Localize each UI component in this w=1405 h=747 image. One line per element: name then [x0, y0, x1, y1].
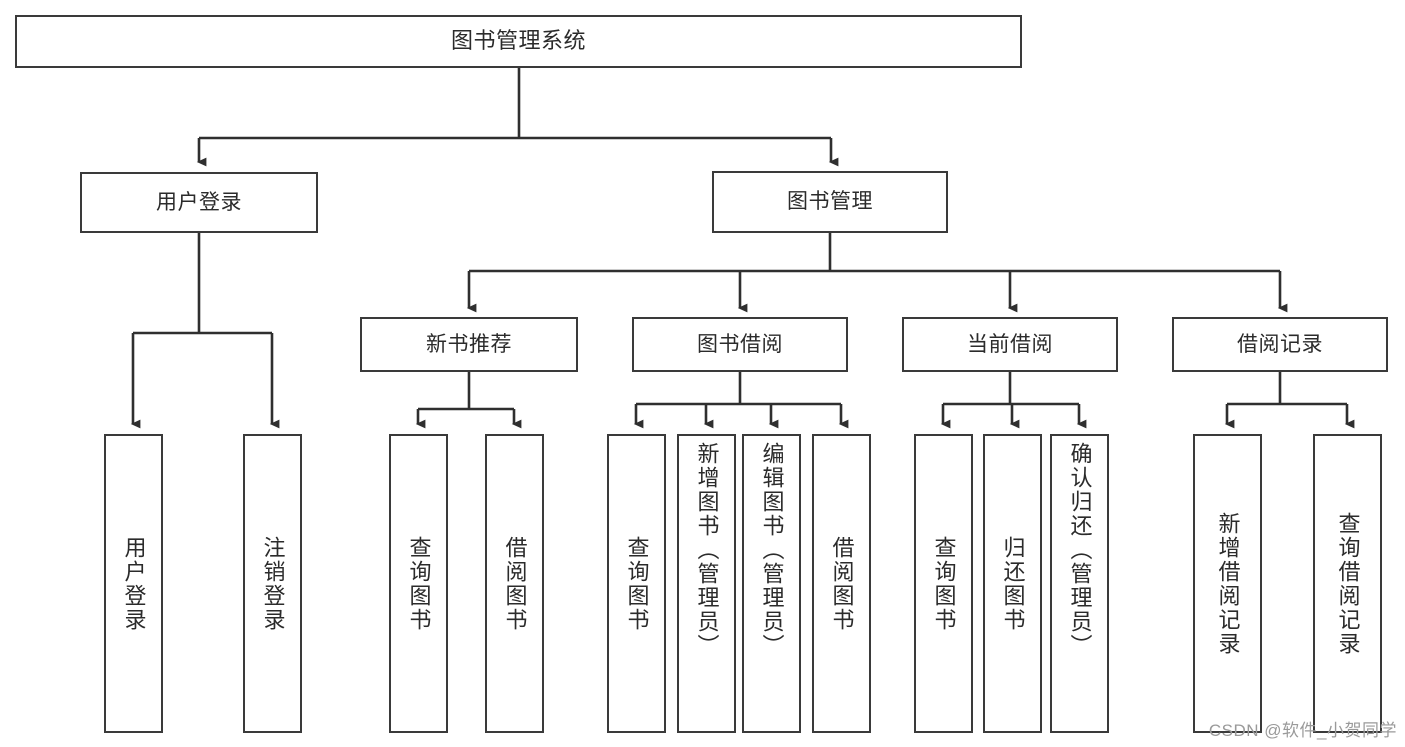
- leaf-current-borrow-confirm-return-admin[interactable]: 确认归还（管理员）: [1050, 434, 1109, 733]
- node-label: 用户登录: [121, 535, 147, 632]
- node-user-login[interactable]: 用户登录: [80, 172, 318, 233]
- leaf-borrow-record-query-record[interactable]: 查询借阅记录: [1313, 434, 1382, 733]
- leaf-borrow-record-add-record[interactable]: 新增借阅记录: [1193, 434, 1262, 733]
- leaf-user-login-login[interactable]: 用户登录: [104, 434, 163, 733]
- node-label: 借阅记录: [1237, 332, 1323, 356]
- node-root-system[interactable]: 图书管理系统: [15, 15, 1022, 68]
- node-label: 图书管理系统: [450, 28, 586, 54]
- leaf-book-borrow-add-book-admin[interactable]: 新增图书（管理员）: [677, 434, 736, 733]
- node-borrow-record[interactable]: 借阅记录: [1172, 317, 1388, 372]
- node-current-borrow[interactable]: 当前借阅: [902, 317, 1118, 372]
- leaf-current-borrow-query-book[interactable]: 查询图书: [914, 434, 973, 733]
- leaf-new-book-query-book[interactable]: 查询图书: [389, 434, 448, 733]
- node-label: 查询借阅记录: [1335, 511, 1361, 656]
- node-label: 查询图书: [624, 535, 650, 632]
- node-book-borrow[interactable]: 图书借阅: [632, 317, 848, 372]
- node-new-book-recommend[interactable]: 新书推荐: [360, 317, 578, 372]
- node-label: 新增借阅记录: [1215, 511, 1241, 656]
- node-label: 当前借阅: [967, 332, 1053, 356]
- node-label: 确认归还（管理员）: [1067, 442, 1093, 658]
- watermark-text: CSDN @软件_小贺同学: [1208, 721, 1397, 740]
- node-label: 借阅图书: [502, 535, 528, 632]
- node-label: 归还图书: [1000, 535, 1026, 632]
- node-label: 查询图书: [406, 535, 432, 632]
- node-label: 新增图书（管理员）: [694, 442, 720, 658]
- leaf-book-borrow-edit-book-admin[interactable]: 编辑图书（管理员）: [742, 434, 801, 733]
- node-label: 编辑图书（管理员）: [759, 442, 785, 658]
- leaf-user-login-logout[interactable]: 注销登录: [243, 434, 302, 733]
- node-label: 借阅图书: [829, 535, 855, 632]
- leaf-book-borrow-query-book[interactable]: 查询图书: [607, 434, 666, 733]
- node-label: 新书推荐: [426, 332, 512, 356]
- node-label: 图书借阅: [697, 332, 783, 356]
- node-label: 图书管理: [787, 190, 873, 214]
- leaf-book-borrow-borrow-book[interactable]: 借阅图书: [812, 434, 871, 733]
- leaf-current-borrow-return-book[interactable]: 归还图书: [983, 434, 1042, 733]
- node-label: 查询图书: [931, 535, 957, 632]
- node-label: 注销登录: [260, 535, 286, 632]
- node-label: 用户登录: [156, 190, 242, 214]
- node-book-management[interactable]: 图书管理: [712, 171, 948, 233]
- leaf-new-book-borrow-book[interactable]: 借阅图书: [485, 434, 544, 733]
